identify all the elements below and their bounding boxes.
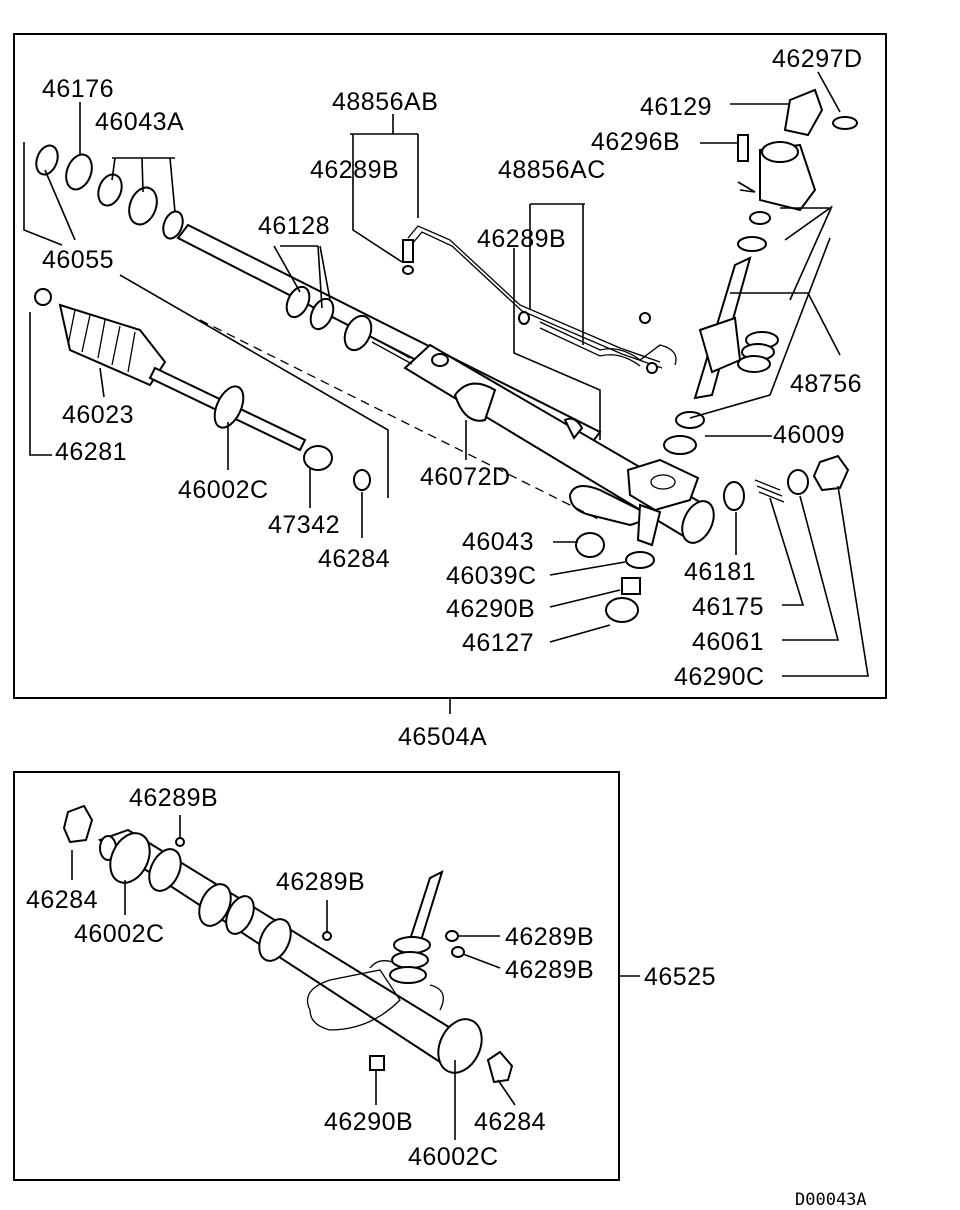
part-label-46043A: 46043A xyxy=(95,108,184,136)
part-label-46175: 46175 xyxy=(692,593,764,621)
part-label-46296B: 46296B xyxy=(591,128,680,156)
part-label-46181: 46181 xyxy=(684,558,756,586)
part-label-46002C-b1: 46002C xyxy=(74,920,165,948)
part-label-46176: 46176 xyxy=(42,75,114,103)
rack-housing-icon xyxy=(97,828,483,1074)
part-label-46039C: 46039C xyxy=(446,562,537,590)
part-label-46297D: 46297D xyxy=(772,45,863,73)
part-label-46289B-mid: 46289B xyxy=(477,225,566,253)
part-label-46043: 46043 xyxy=(462,528,534,556)
clamp-icon xyxy=(62,804,514,1084)
part-label-46128: 46128 xyxy=(258,212,330,240)
part-label-46127: 46127 xyxy=(462,629,534,657)
part-label-46289B-b1: 46289B xyxy=(129,784,218,812)
part-label-46002C-top: 46002C xyxy=(178,476,269,504)
bushing-icon xyxy=(35,144,184,240)
tie-rod-icon xyxy=(148,366,371,491)
spring-icon xyxy=(737,331,785,503)
seal-ring-icon xyxy=(175,837,465,1071)
part-label-46284-b1: 46284 xyxy=(26,886,98,914)
part-label-46290B-b: 46290B xyxy=(324,1108,413,1136)
part-label-46284-top: 46284 xyxy=(318,545,390,573)
part-label-46284-b2: 46284 xyxy=(474,1108,546,1136)
valve-body-icon xyxy=(737,88,858,212)
part-label-46055: 46055 xyxy=(42,246,114,274)
part-label-48756: 48756 xyxy=(790,370,862,398)
part-label-46072D: 46072D xyxy=(420,463,511,491)
part-label-46289B-b2: 46289B xyxy=(276,868,365,896)
rack-housing-icon xyxy=(176,223,715,547)
part-label-48856AC: 48856AC xyxy=(498,156,606,184)
part-label-46009: 46009 xyxy=(773,421,845,449)
part-label-46023: 46023 xyxy=(62,401,134,429)
part-label-46281: 46281 xyxy=(55,438,127,466)
part-label-46289B-b4: 46289B xyxy=(505,956,594,984)
part-label-48856AB: 48856AB xyxy=(332,88,438,116)
part-label-46290B-top: 46290B xyxy=(446,595,535,623)
part-label-47342: 47342 xyxy=(268,511,340,539)
nut-icon xyxy=(575,454,850,623)
seal-ring-icon xyxy=(285,285,413,365)
diagram-code: D00043A xyxy=(795,1190,867,1210)
boot-icon xyxy=(34,288,167,387)
pipe-icon xyxy=(402,225,677,374)
assembly-label-rack-housing: 46525 xyxy=(644,963,716,991)
part-label-46289B-b3: 46289B xyxy=(505,923,594,951)
part-label-46061: 46061 xyxy=(692,628,764,656)
part-label-46290C: 46290C xyxy=(674,663,765,691)
assembly-label-gear: 46504A xyxy=(398,723,487,751)
part-label-46002C-b2: 46002C xyxy=(408,1143,499,1171)
part-label-46129: 46129 xyxy=(640,93,712,121)
part-label-46289B-top: 46289B xyxy=(310,156,399,184)
